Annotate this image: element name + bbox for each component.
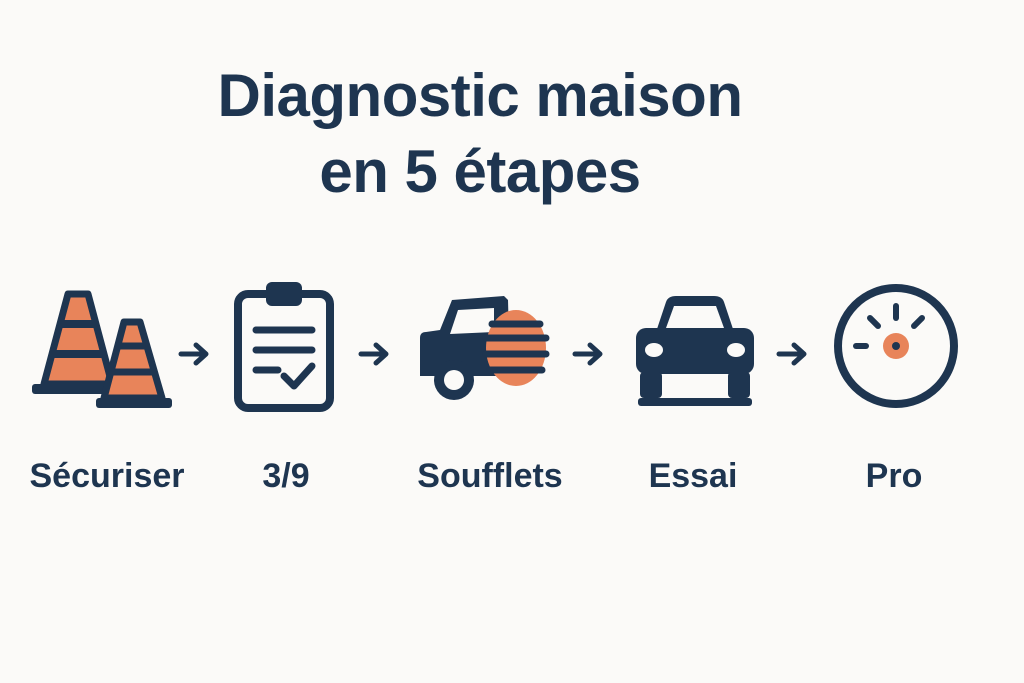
step-label-5: Pro [865,457,923,495]
arrow-right-icon [358,342,389,366]
title-line-1: Diagnostic maison [217,62,743,129]
step-label-1: Sécuriser [29,457,185,495]
traffic-cones-icon [32,290,172,408]
truck-bellows-icon [420,296,550,400]
arrow-right-icon [776,342,807,366]
car-front-icon [636,296,754,406]
arrow-right-icon [178,342,209,366]
gauge-icon [834,284,958,408]
step-label-4: Essai [648,457,738,495]
arrow-right-icon [572,342,603,366]
page-title: Diagnostic maison en 5 étapes [0,58,960,210]
step-label-3: Soufflets [417,457,563,495]
clipboard-checklist-icon [234,282,334,412]
step-label-2: 3/9 [262,457,310,495]
title-line-2: en 5 étapes [319,138,641,205]
